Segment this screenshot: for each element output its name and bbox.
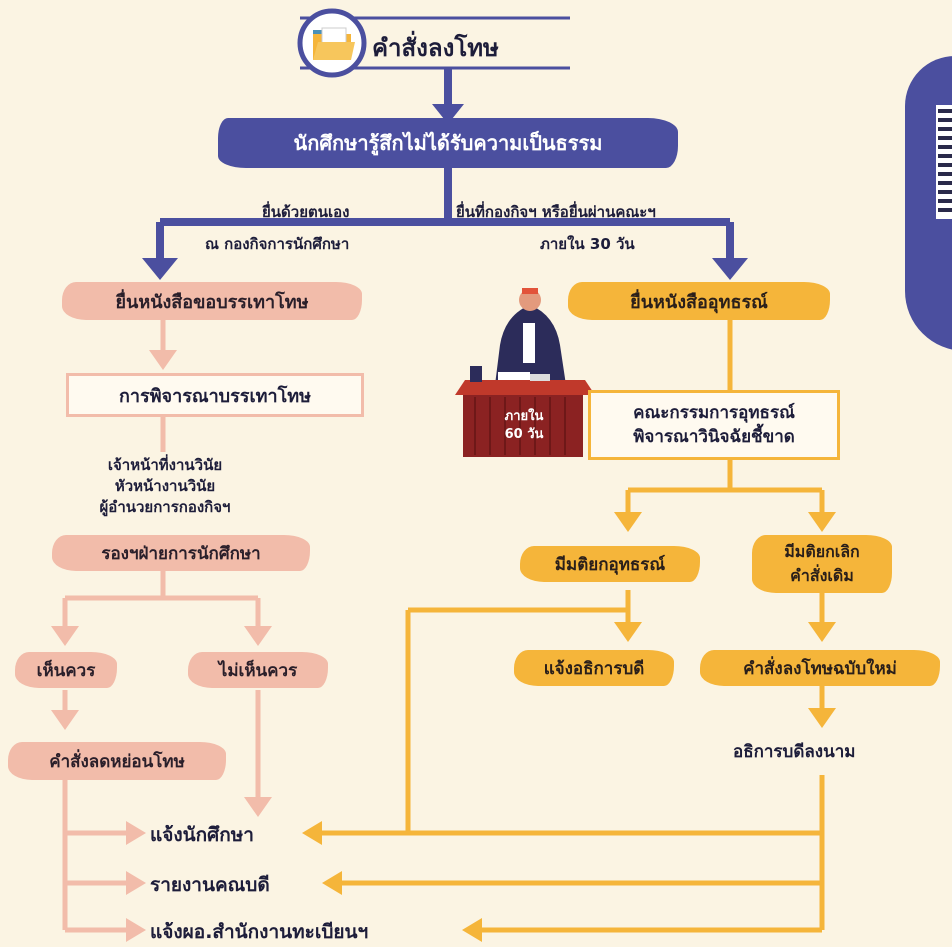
consider-reduce-box: การพิจารณาบรรเทาโทษ: [66, 373, 364, 417]
grievance-node: นักศึกษารู้สึกไม่ได้รับความเป็นธรรม: [218, 118, 678, 168]
notify-president-node: แจ้งอธิการบดี: [514, 650, 674, 686]
outcome-report-dean: รายงานคณบดี: [150, 874, 270, 896]
pink-arrowheads: [51, 350, 272, 942]
new-order-node: คำสั่งลงโทษฉบับใหม่: [700, 650, 940, 686]
desk-line-2: 60 วัน: [504, 427, 544, 442]
navy-connectors: [156, 68, 734, 262]
revoke-line-2: คำสั่งเดิม: [790, 566, 854, 585]
appeal-node: ยื่นหนังสืออุทธรณ์: [568, 282, 830, 320]
grievance-label: นักศึกษารู้สึกไม่ได้รับความเป็นธรรม: [293, 131, 603, 155]
petition-reduce-node: ยื่นหนังสือขอบรรเทาโทษ: [62, 282, 362, 320]
committee-line-2: พิจารณาวินิจฉัยชี้ขาด: [633, 427, 795, 447]
desk-deadline-label: ภายใน 60 วัน: [478, 408, 570, 444]
agree-node: เห็นควร: [15, 652, 117, 688]
officer-chain: เจ้าหน้าที่งานวินัย หัวหน้างานวินัย ผู้อ…: [60, 455, 270, 518]
officer-3: ผู้อำนวยการกองกิจฯ: [99, 498, 231, 516]
branch-right-line2: ภายใน 30 วัน: [540, 235, 635, 253]
outcome-notify-registrar: แจ้งผอ.สำนักงานทะเบียนฯ: [150, 921, 369, 943]
reduce-order-node: คำสั่งลดหย่อนโทษ: [8, 742, 226, 780]
pink-connectors: [62, 316, 261, 933]
branch-left-line2: ณ กองกิจการนักศึกษา: [205, 235, 350, 253]
branch-right-line1: ยื่นที่กองกิจฯ หรือยื่นผ่านคณะฯ: [456, 203, 656, 221]
reduce-order-label: คำสั่งลดหย่อนโทษ: [49, 751, 185, 772]
officer-2: หัวหน้างานวินัย: [114, 477, 216, 495]
folder-icon: [297, 8, 367, 78]
new-order-label: คำสั่งลงโทษฉบับใหม่: [743, 658, 897, 679]
appeal-committee-box: คณะกรรมการอุทธรณ์ พิจารณาวินิจฉัยชี้ขาด: [588, 390, 840, 460]
qr-code[interactable]: [936, 105, 952, 219]
revoke-node: มีมติยกเลิก คำสั่งเดิม: [752, 535, 892, 593]
notify-president-label: แจ้งอธิการบดี: [543, 658, 645, 679]
vice-president-node: รองฯฝ่ายการนักศึกษา: [52, 535, 310, 571]
uphold-node: มีมติยกอุทธรณ์: [520, 546, 700, 582]
vice-president-label: รองฯฝ่ายการนักศึกษา: [101, 543, 261, 564]
disagree-node: ไม่เห็นควร: [188, 652, 328, 688]
orange-connectors: [320, 316, 825, 933]
desk-line-1: ภายใน: [504, 409, 544, 424]
president-sign-label: อธิการบดีลงนาม: [733, 742, 856, 762]
navy-arrowheads: [142, 104, 748, 280]
agree-label: เห็นควร: [36, 660, 96, 681]
outcome-notify-student: แจ้งนักศึกษา: [150, 824, 254, 846]
branch-left-line1: ยื่นด้วยตนเอง: [262, 203, 350, 221]
officer-1: เจ้าหน้าที่งานวินัย: [107, 456, 223, 474]
revoke-line-1: มีมติยกเลิก: [784, 542, 860, 561]
appeal-label: ยื่นหนังสืออุทธรณ์: [630, 291, 768, 313]
disagree-label: ไม่เห็นควร: [218, 660, 298, 681]
committee-line-1: คณะกรรมการอุทธรณ์: [633, 403, 795, 423]
title-label: คำสั่งลงโทษ: [372, 34, 499, 62]
uphold-label: มีมติยกอุทธรณ์: [554, 554, 666, 575]
petition-reduce-label: ยื่นหนังสือขอบรรเทาโทษ: [115, 291, 309, 313]
judge-at-desk-illustration: [455, 288, 595, 457]
consider-reduce-label: การพิจารณาบรรเทาโทษ: [119, 385, 311, 407]
orange-arrowheads: [302, 512, 836, 942]
